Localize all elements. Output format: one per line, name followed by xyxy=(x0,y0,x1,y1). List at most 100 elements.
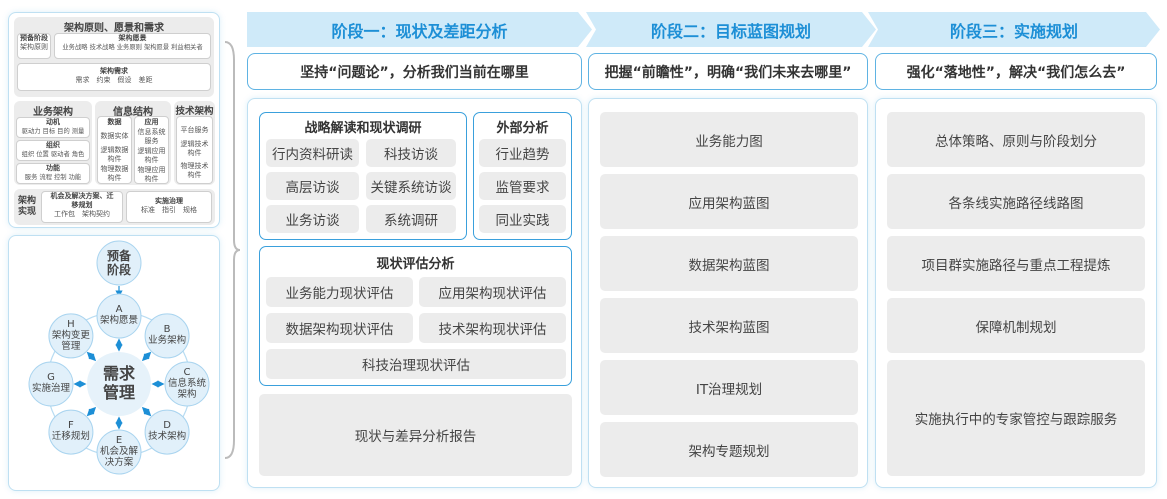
external-title: 外部分析 xyxy=(496,120,549,136)
phase-letter: A xyxy=(115,304,123,315)
external-item: 行业趋势 xyxy=(479,139,566,167)
brace-icon xyxy=(224,41,241,459)
plan-item: 总体策略、原则与阶段划分 xyxy=(887,112,1145,167)
biz-block-items: 服务 流程 控制 功能 xyxy=(24,174,82,181)
phase-circle-a xyxy=(96,293,142,339)
phase-letter: B xyxy=(163,323,171,335)
phase-label: 信息系统架构 xyxy=(167,378,206,400)
stage-3-header: 阶段三：实施规划 xyxy=(868,12,1160,47)
plan-item: 实施执行中的专家管控与跟踪服务 xyxy=(887,360,1145,476)
strategy-item: 关键系统访谈 xyxy=(366,172,456,200)
data-title: 数据 xyxy=(107,118,122,126)
phase-letter: E xyxy=(115,435,123,446)
arrow xyxy=(86,406,97,417)
phase-circle-d xyxy=(144,409,190,455)
assess-item: 数据架构现状评估 xyxy=(266,313,413,343)
phase-label: 机会及解决方案 xyxy=(99,446,138,468)
framework-panel: 架构原则、愿景和需求 预备阶段架构原则 架构愿景业务战略 技术战略 业务原则 架… xyxy=(8,12,220,228)
assess-title: 现状评估分析 xyxy=(376,256,455,272)
arrow xyxy=(141,351,152,362)
phase-label: 架构愿景 xyxy=(99,315,138,326)
impl-title: 架构实现 xyxy=(17,196,36,217)
strategy-title: 战略解读和现状调研 xyxy=(304,120,422,136)
data-item: 逻辑数据构件 xyxy=(100,145,129,163)
vision-items: 业务战略 技术战略 业务原则 架构愿景 利益相关者 xyxy=(62,44,203,51)
stage-1-header: 阶段一：现状及差距分析 xyxy=(247,12,592,47)
biz-block-items: 组织 位置 驱动者 角色 xyxy=(21,151,85,158)
phase-circle-e xyxy=(96,429,142,475)
center-circle xyxy=(87,352,151,416)
gov-items: 标准 指引 规格 xyxy=(141,206,197,214)
tech-item: 物理技术构件 xyxy=(180,162,209,179)
phase-circle-b xyxy=(144,313,190,359)
stage-2-title: 阶段二：目标蓝图规划 xyxy=(650,21,811,41)
arrow xyxy=(86,351,97,362)
req-title: 架构需求 xyxy=(100,67,128,75)
phase-circle-c xyxy=(164,361,210,407)
strategy-item: 高层访谈 xyxy=(266,172,359,200)
blueprint-item: 技术架构蓝图 xyxy=(600,298,858,353)
center-label: 需求管理 xyxy=(102,364,135,402)
phase-letter: C xyxy=(183,367,191,378)
vision-title: 架构愿景 xyxy=(118,34,147,42)
blueprint-item: 数据架构蓝图 xyxy=(600,236,858,291)
stage-1-title: 阶段一：现状及差距分析 xyxy=(331,21,508,41)
assess-item: 应用架构现状评估 xyxy=(419,277,566,307)
report-item: 现状与差异分析报告 xyxy=(259,394,572,476)
prep-circle xyxy=(96,240,142,286)
phase-label: 架构变更管理 xyxy=(51,329,90,352)
opp-title: 机会及解决方案、迁移规划 xyxy=(50,192,114,209)
external-item: 监管要求 xyxy=(479,172,566,200)
tech-item: 平台服务 xyxy=(180,125,209,134)
phase-label: 迁移规划 xyxy=(51,431,90,443)
biz-title: 业务架构 xyxy=(33,107,73,118)
stage-2-subtitle: 把握“前瞻性”，明确“我们未来去哪里” xyxy=(588,53,868,90)
blueprint-item: 架构专题规划 xyxy=(600,422,858,477)
biz-block-title: 动机 xyxy=(46,118,60,126)
phase-circle-g xyxy=(28,361,74,407)
phase-circle-f xyxy=(48,409,94,455)
strategy-item: 行内资料研读 xyxy=(266,139,359,167)
assess-item: 技术架构现状评估 xyxy=(419,313,566,343)
prep-label: 预备阶段 xyxy=(106,249,131,277)
info-title: 信息结构 xyxy=(113,107,153,118)
tech-title: 技术架构 xyxy=(175,106,214,117)
blueprint-item: 应用架构蓝图 xyxy=(600,174,858,229)
strategy-item: 科技访谈 xyxy=(366,139,456,167)
phase-circle-h xyxy=(48,313,94,359)
stage-2-header: 阶段二：目标蓝图规划 xyxy=(586,12,876,47)
prep-title: 预备阶段 xyxy=(20,34,48,42)
external-item: 同业实践 xyxy=(479,205,566,233)
strategy-item: 系统调研 xyxy=(366,205,456,233)
tech-item: 逻辑技术构件 xyxy=(180,140,209,157)
app-title: 应用 xyxy=(144,118,159,126)
assess-item: 业务能力现状评估 xyxy=(266,277,413,307)
stage-3-subtitle: 强化“落地性”，解决“我们怎么去” xyxy=(875,53,1157,90)
plan-item: 保障机制规划 xyxy=(887,298,1145,353)
strategy-item: 业务访谈 xyxy=(266,205,359,233)
biz-block-title: 功能 xyxy=(46,164,60,172)
gov-title: 实施治理 xyxy=(155,197,183,205)
phase-letter: G xyxy=(47,372,55,383)
assess-item: 科技治理现状评估 xyxy=(266,349,566,379)
stage-1-subtitle: 坚持“问题论”，分析我们当前在哪里 xyxy=(247,53,582,90)
stage-3-title: 阶段三：实施规划 xyxy=(949,21,1078,41)
data-item: 数据实体 xyxy=(100,131,129,140)
phase-label: 实施治理 xyxy=(31,383,70,394)
framework-title: 架构原则、愿景和需求 xyxy=(64,23,164,34)
adm-cycle-diagram xyxy=(28,240,210,475)
blueprint-item: 业务能力图 xyxy=(600,112,858,167)
opp-items: 工作包 架构契约 xyxy=(54,210,110,218)
phase-label: 技术架构 xyxy=(148,431,187,443)
biz-block-title: 组织 xyxy=(46,141,60,149)
phase-letter: D xyxy=(163,420,171,432)
phase-letter: F xyxy=(68,420,74,432)
data-item: 物理数据构件 xyxy=(100,164,129,182)
prep-items: 架构原则 xyxy=(20,43,48,51)
plan-item: 各条线实施路径线路图 xyxy=(887,174,1145,229)
biz-block-items: 驱动力 目标 目的 测量 xyxy=(21,128,85,135)
phase-label: 业务架构 xyxy=(148,334,187,346)
app-item: 信息系统服务 xyxy=(137,127,166,145)
app-item: 逻辑应用构件 xyxy=(137,146,166,164)
